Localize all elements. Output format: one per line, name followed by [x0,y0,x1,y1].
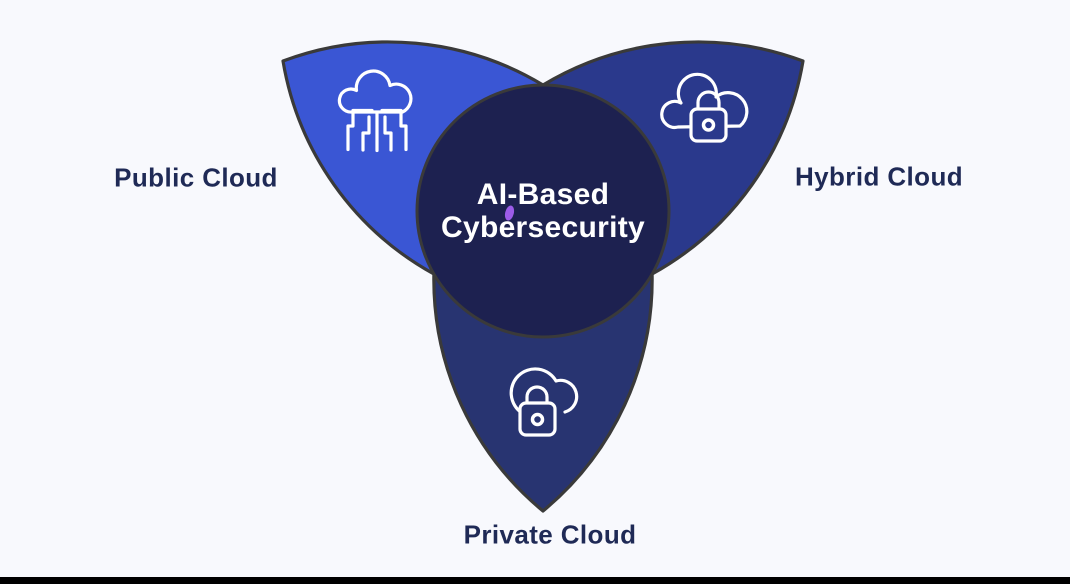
lock-keyhole [530,412,545,427]
petal-public-cloud [281,40,545,276]
label-private-cloud: Private Cloud [463,519,637,550]
center-circle [415,83,671,339]
cloud-circuit-icon [337,69,413,153]
bottom-bar [0,577,1070,584]
circuit-lines [346,108,408,153]
lock-body [689,107,728,143]
center-title: AI-Based Cybersecurity [441,178,645,244]
cloud-lock-icon-hybrid [660,72,749,143]
petal-private-cloud [432,272,654,513]
cloud-outline [337,69,413,114]
cloud-lock-icon-private [509,367,579,437]
cloud-outline [509,367,579,415]
petal-hybrid-cloud [541,40,805,276]
lock-body [518,401,557,437]
cloud-outline [660,72,749,129]
center-title-line2: Cybersecurity [441,211,645,244]
label-hybrid-cloud: Hybrid Cloud [794,161,964,192]
center-title-line1: AI-Based [476,178,610,211]
label-public-cloud: Public Cloud [114,162,278,193]
lock-keyhole [701,118,716,132]
lock-shackle [696,90,721,112]
accent-dot [504,205,515,221]
lock-shackle [525,385,549,406]
